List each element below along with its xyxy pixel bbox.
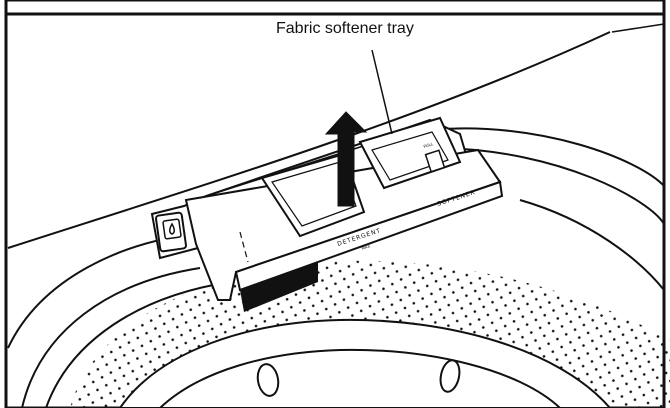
callout-leader xyxy=(371,49,393,135)
up-arrow-icon xyxy=(324,111,368,207)
tray-shadow xyxy=(240,262,318,312)
washer-top-edge xyxy=(7,23,665,249)
softener-tray xyxy=(184,116,504,312)
pull-tab xyxy=(424,149,446,173)
pull-tab-label: PULL xyxy=(423,141,435,149)
detergent-sublabel: MAX xyxy=(361,243,371,251)
agitator-ring xyxy=(118,318,612,408)
frame-border xyxy=(4,0,666,408)
callout-label: Fabric softener tray xyxy=(276,20,414,37)
tray-front xyxy=(184,148,502,301)
drop-icon xyxy=(162,218,182,240)
tray-lip xyxy=(234,180,504,292)
